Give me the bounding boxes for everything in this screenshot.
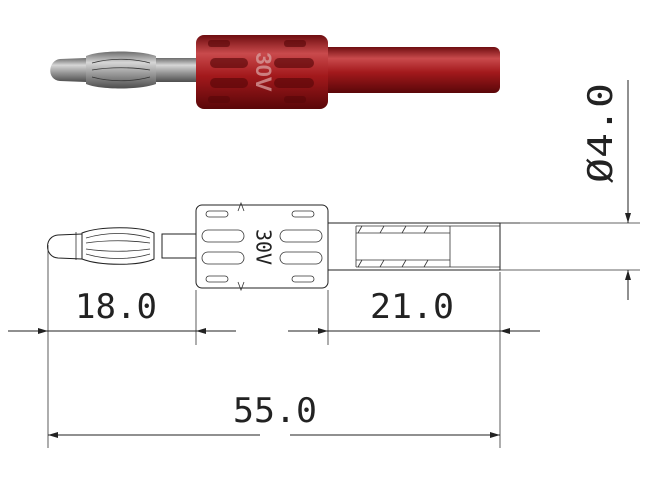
dim-overall-length: 55.0	[233, 391, 317, 431]
plug-banana-spring	[86, 51, 156, 89]
plug-marking: 30V	[251, 52, 276, 91]
dim-tail-length: 21.0	[370, 287, 454, 327]
dim-pin-length: 18.0	[75, 287, 157, 327]
plug-tip	[50, 58, 86, 82]
plug-tail	[318, 47, 500, 93]
outline-drawing: 30V	[47, 201, 520, 292]
rendered-plug: 30V	[50, 35, 500, 109]
outline-marking: 30V	[252, 229, 276, 265]
dimension-lines	[8, 80, 640, 448]
plug-pin-shaft	[150, 58, 202, 82]
dimension-labels: 18.0 21.0 55.0 Ø4.0	[75, 83, 621, 431]
dim-diameter: Ø4.0	[581, 83, 621, 183]
plug-housing	[196, 35, 328, 109]
